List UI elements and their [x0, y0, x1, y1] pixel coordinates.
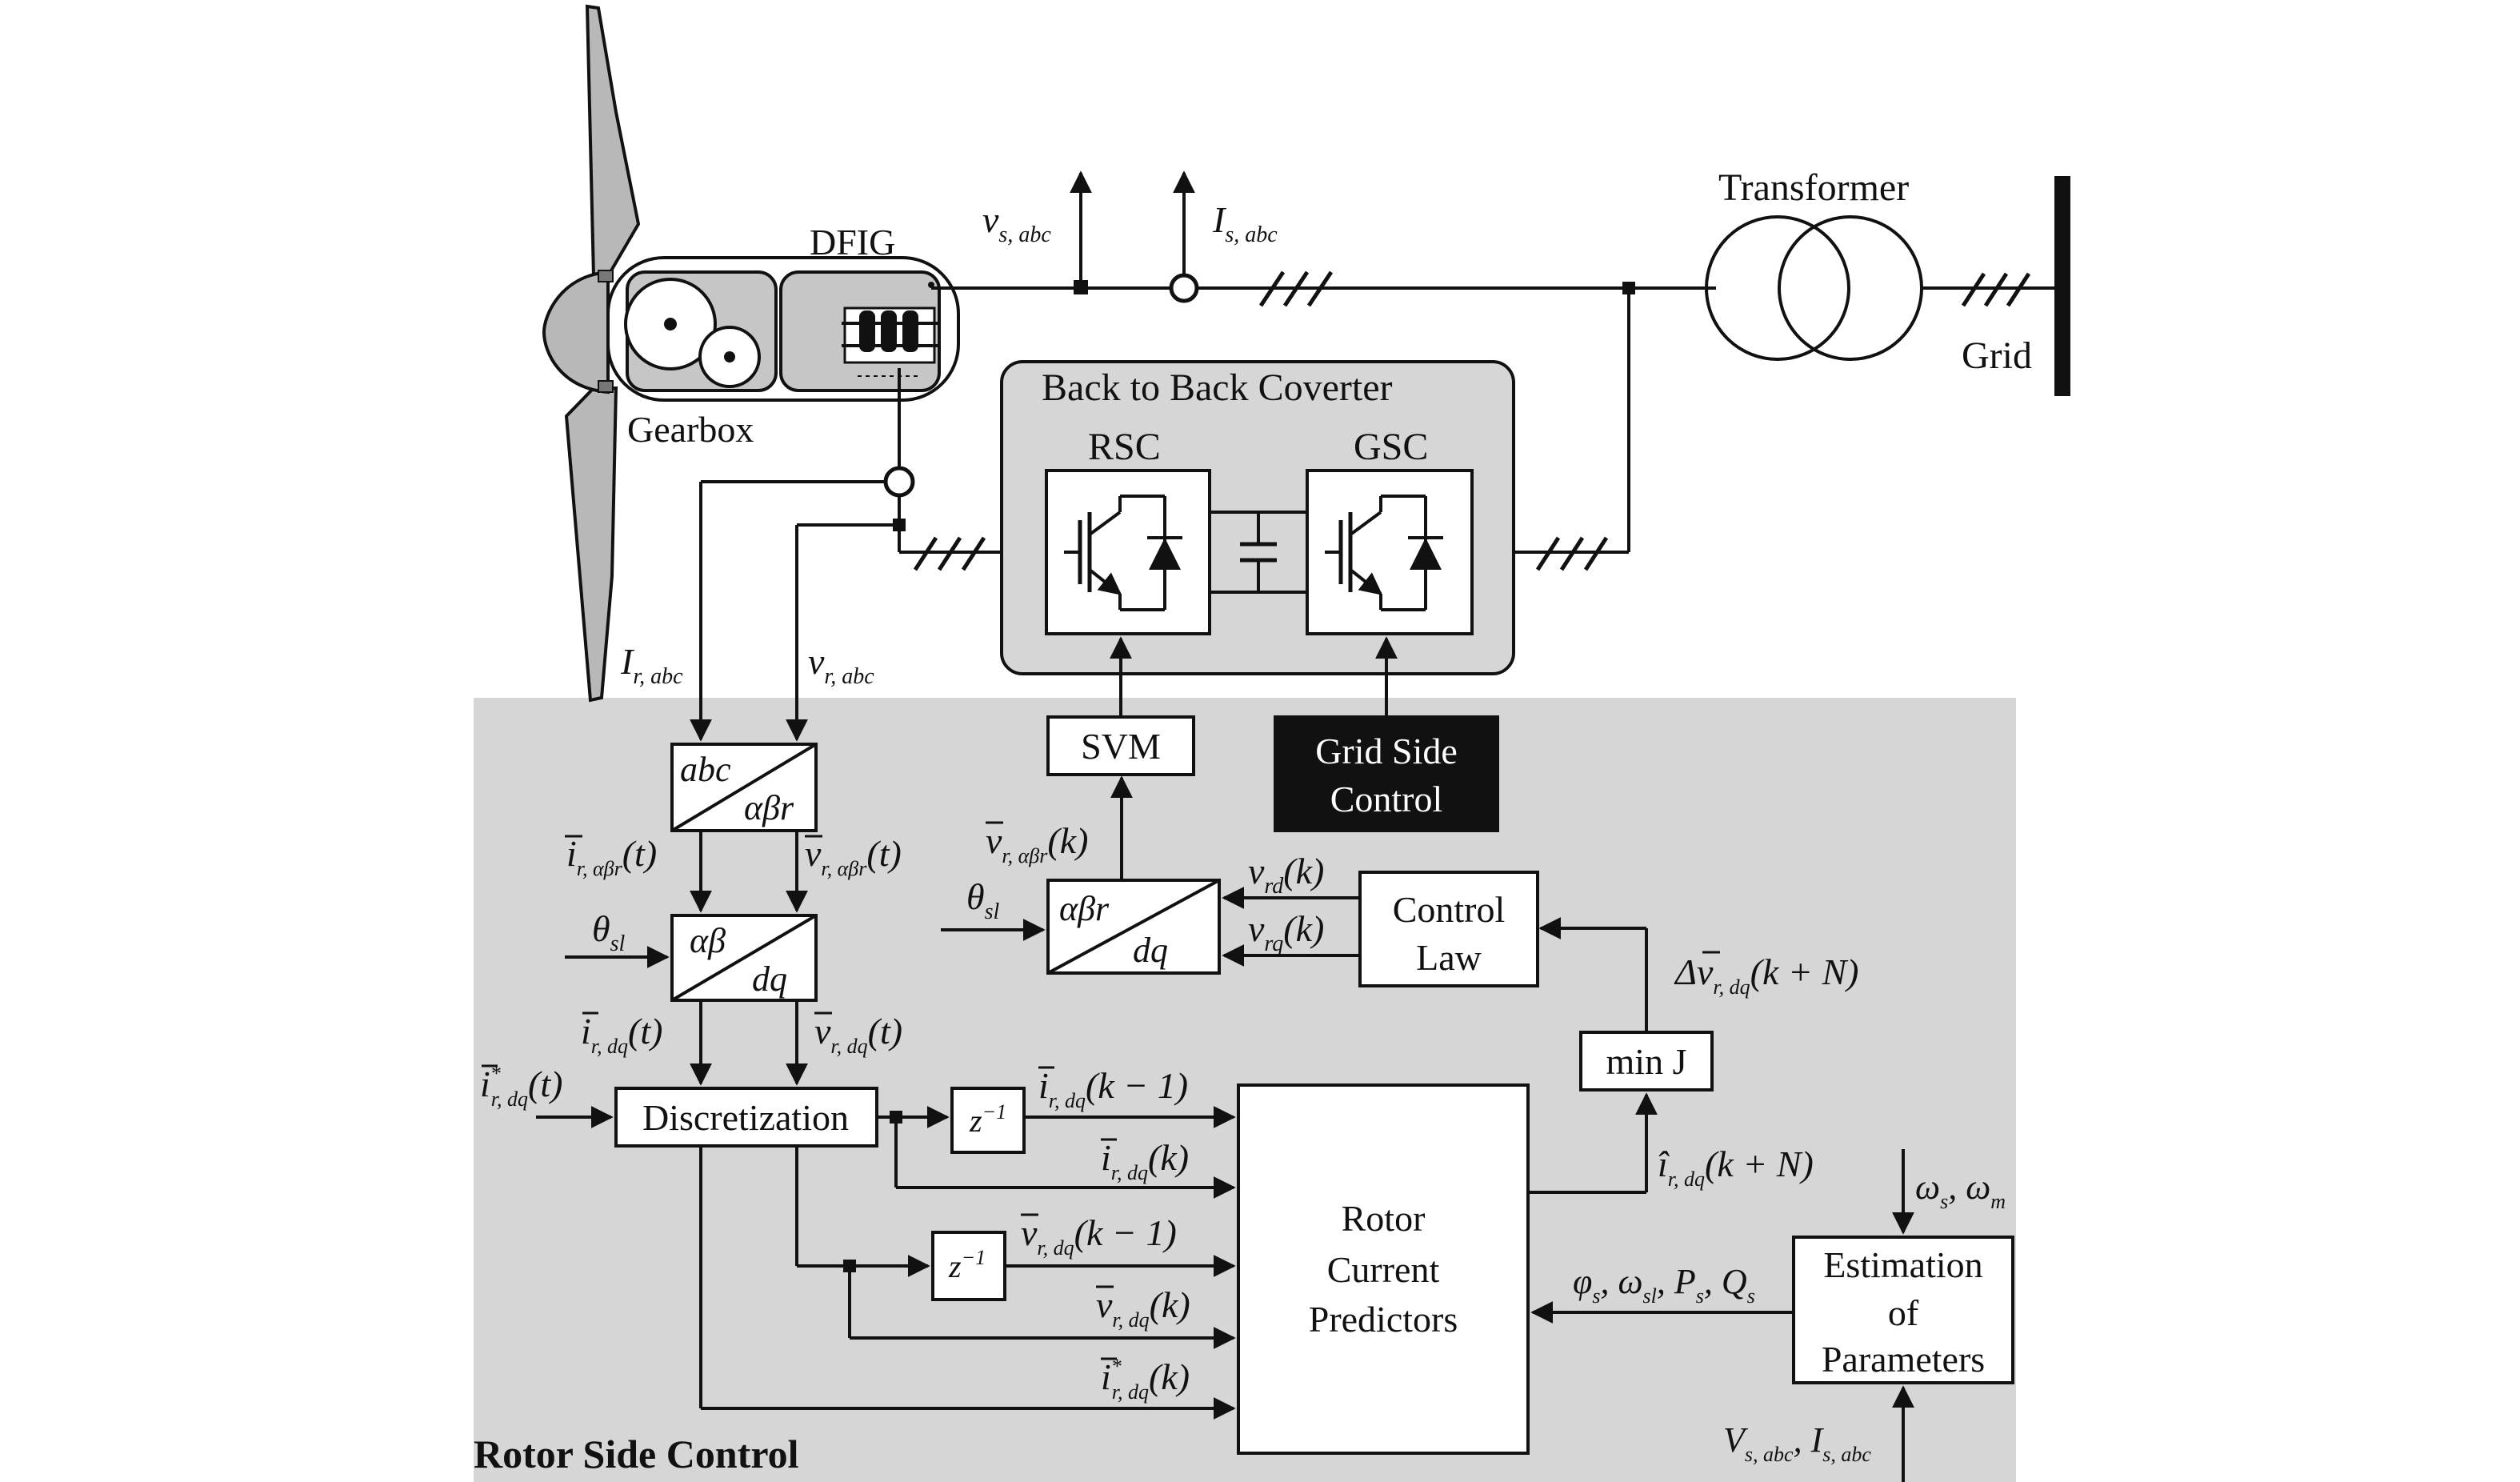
- is-abc-label: Is, abc: [1212, 199, 1278, 247]
- converter-title: Back to Back Coverter: [1042, 366, 1393, 409]
- dq-label-right: dq: [1133, 931, 1168, 970]
- rsc-switch: [1045, 469, 1211, 635]
- svm-label: SVM: [1081, 726, 1161, 767]
- theta-sl-label-left: θsl: [592, 908, 626, 956]
- min-j-label: min J: [1606, 1041, 1687, 1082]
- estimated-params-label: φs, ωsl, Ps, Qs: [1573, 1262, 1755, 1308]
- estimation-label-line3: Parameters: [1822, 1339, 1985, 1380]
- control-law-label-line1: Control: [1393, 889, 1506, 930]
- min-j-block: [1579, 1031, 1714, 1091]
- gsc-label: GSC: [1354, 426, 1428, 468]
- rotor-current-predictors-block: [1237, 1083, 1530, 1455]
- upper-blade: [585, 4, 641, 278]
- ir-dq-t-label: ir, dq(t): [581, 1011, 662, 1058]
- dq-label: dq: [752, 959, 787, 999]
- predictors-label-line3: Predictors: [1309, 1299, 1458, 1340]
- lower-blade: [564, 387, 618, 703]
- rsc-label: RSC: [1088, 426, 1161, 468]
- alphabetar-label: αβr: [744, 788, 794, 827]
- delay-block-1: [950, 1087, 1026, 1154]
- vr-abr-k-label: vr, αβr(k): [986, 820, 1088, 867]
- dc-link-capacitor: [1210, 511, 1307, 594]
- three-phase-mark-stator: [1258, 270, 1334, 307]
- z-inv-label-1: z−1: [969, 1100, 1006, 1139]
- abc-label: abc: [680, 750, 731, 789]
- rotor-side-control-label: Rotor Side Control: [474, 1432, 799, 1476]
- svm-block: [1046, 715, 1195, 776]
- vr-dq-km1-label: vr, dq(k − 1): [1021, 1212, 1177, 1260]
- control-law-block: [1358, 871, 1539, 987]
- transformer-label: Transformer: [1718, 166, 1909, 209]
- theta-sl-label-right: θsl: [966, 876, 1000, 924]
- vs-abc-label: vs, abc: [982, 199, 1051, 247]
- estimation-of-parameters-block: [1792, 1236, 2014, 1384]
- vs-is-abc-label: Vs, abc, Is, abc: [1723, 1420, 1871, 1466]
- alphabeta-label: αβ: [690, 921, 726, 960]
- vr-abc-label: vr, abc: [808, 641, 874, 689]
- z-inv-label-2: z−1: [948, 1246, 986, 1284]
- ir-abc-label: Ir, abc: [620, 641, 683, 689]
- vr-dq-t-label: vr, dq(t): [814, 1011, 902, 1058]
- discretization-label: Discretization: [642, 1097, 849, 1138]
- ihat-label: îr, dq(k + N): [1658, 1144, 1814, 1191]
- ir-dq-k-label: ir, dq(k): [1101, 1137, 1189, 1184]
- ir-ref-k-label: i*r, dq(k): [1101, 1355, 1190, 1404]
- predictors-label-line2: Current: [1327, 1249, 1440, 1290]
- control-law-label-line2: Law: [1416, 937, 1482, 978]
- vr-abr-t-label: vr, αβr(t): [805, 833, 902, 880]
- grid-label: Grid: [1962, 334, 2032, 377]
- three-phase-mark-grid: [1961, 272, 2031, 307]
- grid-busbar: [2054, 176, 2070, 396]
- ir-ref-t-label: i*r, dq(t): [480, 1062, 562, 1111]
- vrd-k-label: vrd(k): [1248, 851, 1324, 899]
- estimation-label-line1: Estimation: [1823, 1244, 1982, 1285]
- predictors-label-line1: Rotor: [1342, 1198, 1426, 1239]
- grid-side-control-block: [1274, 715, 1499, 832]
- transformer-primary: [1705, 215, 1850, 361]
- gearbox-label: Gearbox: [627, 409, 754, 450]
- nose-cone: [542, 270, 610, 395]
- gsc-switch: [1306, 469, 1474, 635]
- ir-dq-km1-label: ir, dq(k − 1): [1038, 1065, 1188, 1112]
- alphabetar-label-right: αβr: [1059, 889, 1110, 928]
- omega-label: ωs, ωm: [1915, 1168, 2006, 1213]
- vr-dq-k-label: vr, dq(k): [1096, 1284, 1190, 1332]
- ir-abr-t-label: ir, αβr(t): [566, 833, 657, 880]
- wind-turbine: [542, 4, 960, 703]
- grid-side-control-label-line2: Control: [1330, 779, 1443, 819]
- estimation-label-line2: of: [1888, 1292, 1919, 1333]
- delta-v-label: Δvr, dq(k + N): [1674, 951, 1858, 999]
- dfig-label: DFIG: [810, 222, 895, 262]
- vrq-k-label: vrq(k): [1248, 908, 1324, 956]
- grid-side-control-label-line1: Grid Side: [1315, 731, 1458, 771]
